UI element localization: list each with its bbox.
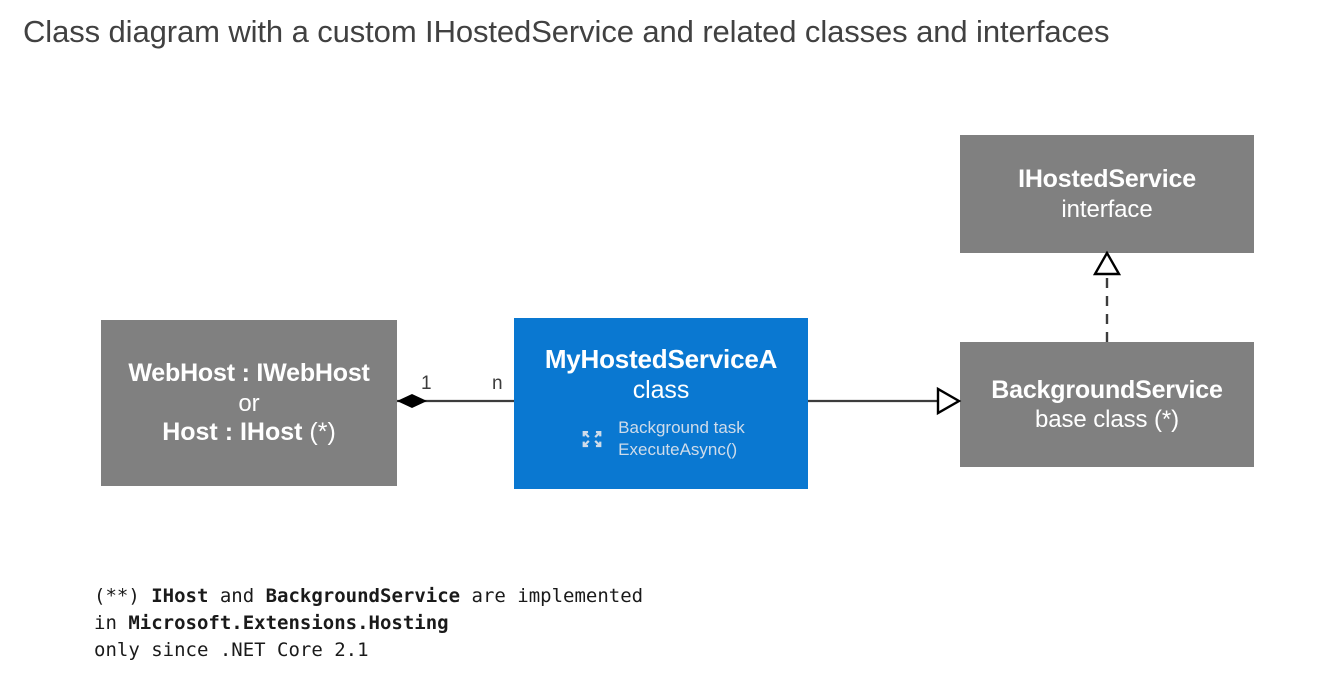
ihostedservice-stereotype: interface: [1061, 195, 1153, 223]
footnote-line3: only since .NET Core 2.1: [94, 638, 369, 661]
myhostedservicea-title: MyHostedServiceA: [544, 344, 778, 374]
class-box-backgroundservice[interactable]: BackgroundService base class (*): [960, 342, 1254, 467]
background-task-line2: ExecuteAsync(): [618, 439, 738, 459]
footnote-line1-prefix: (**): [94, 585, 152, 607]
generalization-arrowhead: [936, 386, 962, 416]
page-title: Class diagram with a custom IHostedServi…: [23, 14, 1110, 49]
footnote-ihost: IHost: [151, 585, 209, 607]
footnote-line2-prefix: in: [94, 611, 129, 634]
footnote-line1-suffix: are implemented: [460, 585, 644, 607]
webhost-host-name: Host : IHost: [162, 418, 303, 447]
connector-realization-backgroundservice-ihostedservice: [1092, 250, 1122, 342]
webhost-host-note: (*): [302, 418, 336, 447]
multiplicity-source-label: 1: [421, 373, 432, 394]
connector-generalization-myhostedservicea-backgroundservice: [808, 386, 962, 416]
composition-diamond: [397, 394, 427, 408]
background-task-cycle-icon: [577, 424, 607, 454]
webhost-host-line: Host : IHost (*): [162, 418, 336, 447]
background-task-row: Background task ExecuteAsync(): [577, 417, 745, 460]
interface-box-ihostedservice[interactable]: IHostedService interface: [960, 135, 1254, 253]
webhost-title: WebHost : IWebHost: [128, 359, 370, 388]
myhostedservicea-stereotype: class: [632, 375, 690, 404]
footnote-note: (**) IHost and BackgroundService are imp…: [94, 583, 643, 664]
connector-composition-webhost-myhostedservicea: [397, 394, 514, 408]
webhost-or-label: or: [238, 389, 260, 417]
footnote-and: and: [208, 585, 266, 607]
class-box-webhost[interactable]: WebHost : IWebHost or Host : IHost (*): [101, 320, 397, 486]
multiplicity-target-label: n: [492, 373, 503, 394]
realization-arrowhead: [1092, 250, 1122, 276]
footnote-namespace: Microsoft.Extensions.Hosting: [128, 611, 449, 634]
background-task-line1: Background task: [618, 418, 745, 438]
footnote-backgroundservice: BackgroundService: [265, 585, 461, 607]
backgroundservice-stereotype: base class (*): [1035, 406, 1179, 434]
backgroundservice-title: BackgroundService: [991, 375, 1223, 404]
background-task-text: Background task ExecuteAsync(): [618, 417, 745, 460]
ihostedservice-title: IHostedService: [1018, 165, 1196, 194]
class-box-myhostedservicea[interactable]: MyHostedServiceA class Background task E…: [514, 318, 808, 489]
